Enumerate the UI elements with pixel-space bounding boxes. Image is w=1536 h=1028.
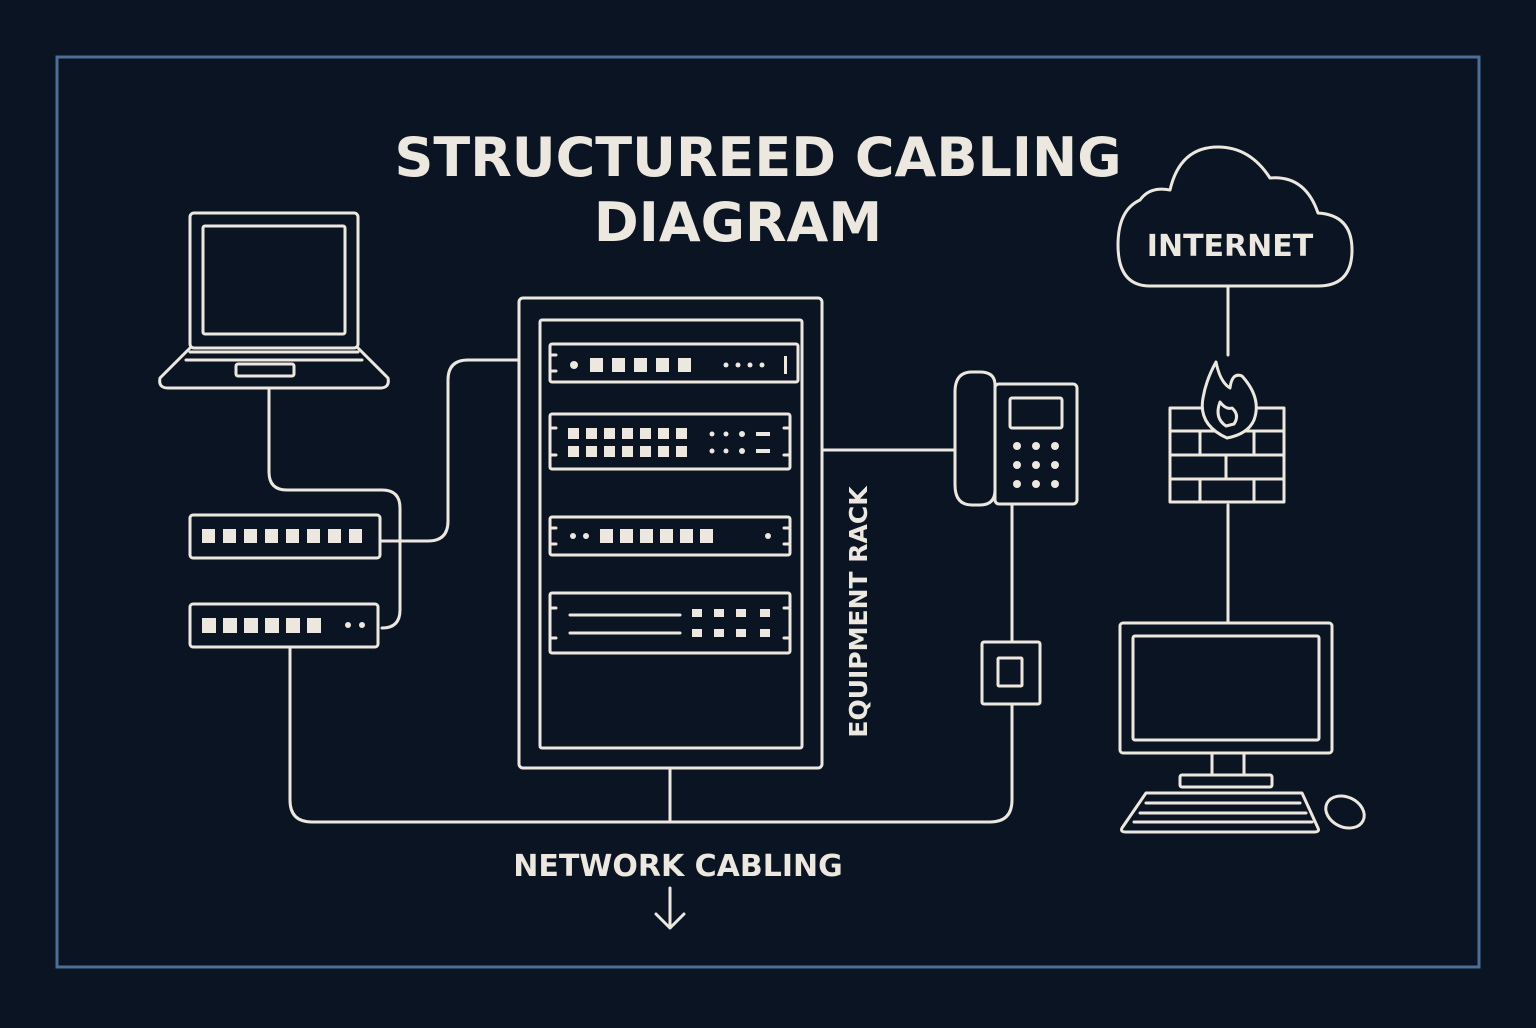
server-rack-icon (517, 296, 824, 770)
patch-panel-ports (202, 618, 365, 633)
network-switch-icon (188, 513, 382, 560)
laptop-icon (158, 211, 390, 390)
rack-unit-leds (568, 356, 787, 637)
cable-laptop-to-switch (267, 388, 402, 630)
desktop-computer-icon (1118, 621, 1334, 834)
cable-jack-to-trunk (288, 647, 1014, 824)
ip-phone-icon (953, 370, 1079, 507)
switch-ports (202, 529, 362, 543)
network-cables (267, 285, 1230, 824)
title-line-2: DIAGRAM (594, 191, 882, 254)
outer-frame (55, 55, 1481, 969)
title-line-1: STRUCTUREED CABLING (394, 126, 1121, 189)
equipment-rack-label: EQUIPMENT RACK (844, 485, 873, 738)
phone-keypad (1013, 442, 1059, 488)
cloud-icon (1116, 145, 1354, 288)
wall-jack-icon (980, 640, 1042, 706)
cable-switch-to-rack (378, 358, 519, 543)
arrow-down-icon (654, 886, 686, 930)
firewall-icon (1168, 360, 1286, 504)
network-cabling-label: NETWORK CABLING (513, 849, 843, 884)
mouse-icon (1324, 794, 1366, 830)
internet-label: INTERNET (1147, 229, 1314, 264)
patch-panel-icon (188, 602, 380, 649)
